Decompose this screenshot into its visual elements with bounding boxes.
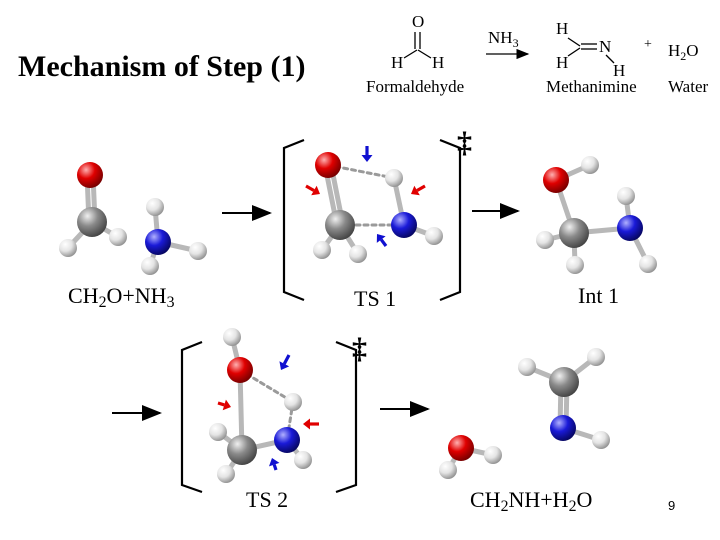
carbon-atom <box>549 367 579 397</box>
hydrogen-atom <box>209 423 227 441</box>
label-reactants: CH2O+NH3 <box>68 283 175 311</box>
motion-arrow-shaft <box>305 184 315 192</box>
molecule-methanimine <box>518 348 610 449</box>
molecule-ts2 <box>209 328 312 483</box>
hydrogen-atom <box>536 231 554 249</box>
nitrogen-atom <box>391 212 417 238</box>
hydrogen-atom <box>189 242 207 260</box>
hydrogen-atom <box>439 461 457 479</box>
motion-arrow-shaft <box>217 401 225 407</box>
water-label: Water <box>668 77 708 96</box>
hydrogen-atom <box>217 465 235 483</box>
carbon-atom <box>325 210 355 240</box>
hydrogen-atom <box>587 348 605 366</box>
molecule-int1 <box>536 156 657 274</box>
oxygen-atom <box>543 167 569 193</box>
methanimine-structure: H N H H <box>556 19 625 80</box>
reaction-scheme: O H H Formaldehyde NH3 H N H H + H2O Met… <box>366 12 708 96</box>
hydrogen-atom <box>284 393 302 411</box>
motion-arrow-shaft <box>282 354 291 365</box>
methanimine-label: Methanimine <box>546 77 637 96</box>
hydrogen-atom <box>581 156 599 174</box>
formaldehyde-label: Formaldehyde <box>366 77 464 96</box>
hydrogen-atom <box>349 245 367 263</box>
nitrogen-atom <box>550 415 576 441</box>
motion-arrow-head <box>268 458 280 467</box>
motion-arrow-head <box>361 155 373 162</box>
hydrogen-atom <box>294 451 312 469</box>
nitrogen-atom <box>274 427 300 453</box>
oxygen-atom <box>77 162 103 188</box>
page-number: 9 <box>668 498 676 513</box>
methanimine-atom-n: N <box>599 37 611 56</box>
plus-sign: + <box>644 37 652 52</box>
label-int1: Int 1 <box>578 283 619 308</box>
hydrogen-atom <box>141 257 159 275</box>
hydrogen-atom <box>617 187 635 205</box>
molecule-formaldehyde <box>59 162 127 257</box>
motion-arrow-head <box>279 361 290 370</box>
label-ts1: TS 1 <box>354 286 397 311</box>
motion-arrow-shaft <box>416 184 426 192</box>
label-products: CH2NH+H2O <box>470 487 593 515</box>
hydrogen-atom <box>566 256 584 274</box>
motion-arrow-head <box>376 234 386 243</box>
ts1-dagger: ‡ <box>457 126 472 159</box>
motion-arrow-head <box>411 185 420 196</box>
water-formula: H2O <box>668 41 699 63</box>
formaldehyde-atom-h-right: H <box>432 53 444 72</box>
motion-arrow-head <box>303 418 310 430</box>
carbon-atom <box>77 207 107 237</box>
page-title: Mechanism of Step (1) <box>18 50 306 83</box>
nitrogen-atom <box>617 215 643 241</box>
molecule-ammonia <box>141 198 207 275</box>
oxygen-atom <box>448 435 474 461</box>
hydrogen-atom <box>385 169 403 187</box>
methanimine-atom-h-bottom: H <box>556 53 568 72</box>
methanimine-atom-h-n: H <box>613 61 625 80</box>
formaldehyde-structure: O H H <box>391 12 444 72</box>
hydrogen-atom <box>592 431 610 449</box>
motion-arrow-head <box>311 185 320 196</box>
hydrogen-atom <box>484 446 502 464</box>
label-ts2: TS 2 <box>246 487 289 512</box>
carbon-atom <box>227 435 257 465</box>
motion-arrow-head <box>222 399 231 411</box>
ts2-brackets <box>180 340 358 494</box>
hydrogen-atom <box>313 241 331 259</box>
hydrogen-atom <box>109 228 127 246</box>
motion-arrow-shaft <box>272 464 278 471</box>
nitrogen-atom <box>145 229 171 255</box>
motion-arrow-shaft <box>379 238 388 247</box>
formaldehyde-atom-o: O <box>412 12 424 31</box>
hydrogen-atom <box>518 358 536 376</box>
hydrogen-atom <box>59 239 77 257</box>
methanimine-atom-h-top: H <box>556 19 568 38</box>
hydrogen-atom <box>639 255 657 273</box>
molecule-ts1 <box>313 152 443 263</box>
formaldehyde-atom-h-left: H <box>391 53 403 72</box>
carbon-atom <box>559 218 589 248</box>
step-arrows <box>112 203 520 421</box>
hydrogen-atom <box>223 328 241 346</box>
molecule-water <box>439 435 502 479</box>
oxygen-atom <box>227 357 253 383</box>
motion-arrows <box>217 146 426 471</box>
molecule-models <box>59 152 657 483</box>
oxygen-atom <box>315 152 341 178</box>
reagent-nh3: NH3 <box>488 28 519 50</box>
ts1-brackets <box>282 138 462 302</box>
hydrogen-atom <box>146 198 164 216</box>
ts2-dagger: ‡ <box>352 332 367 365</box>
hydrogen-atom <box>425 227 443 245</box>
